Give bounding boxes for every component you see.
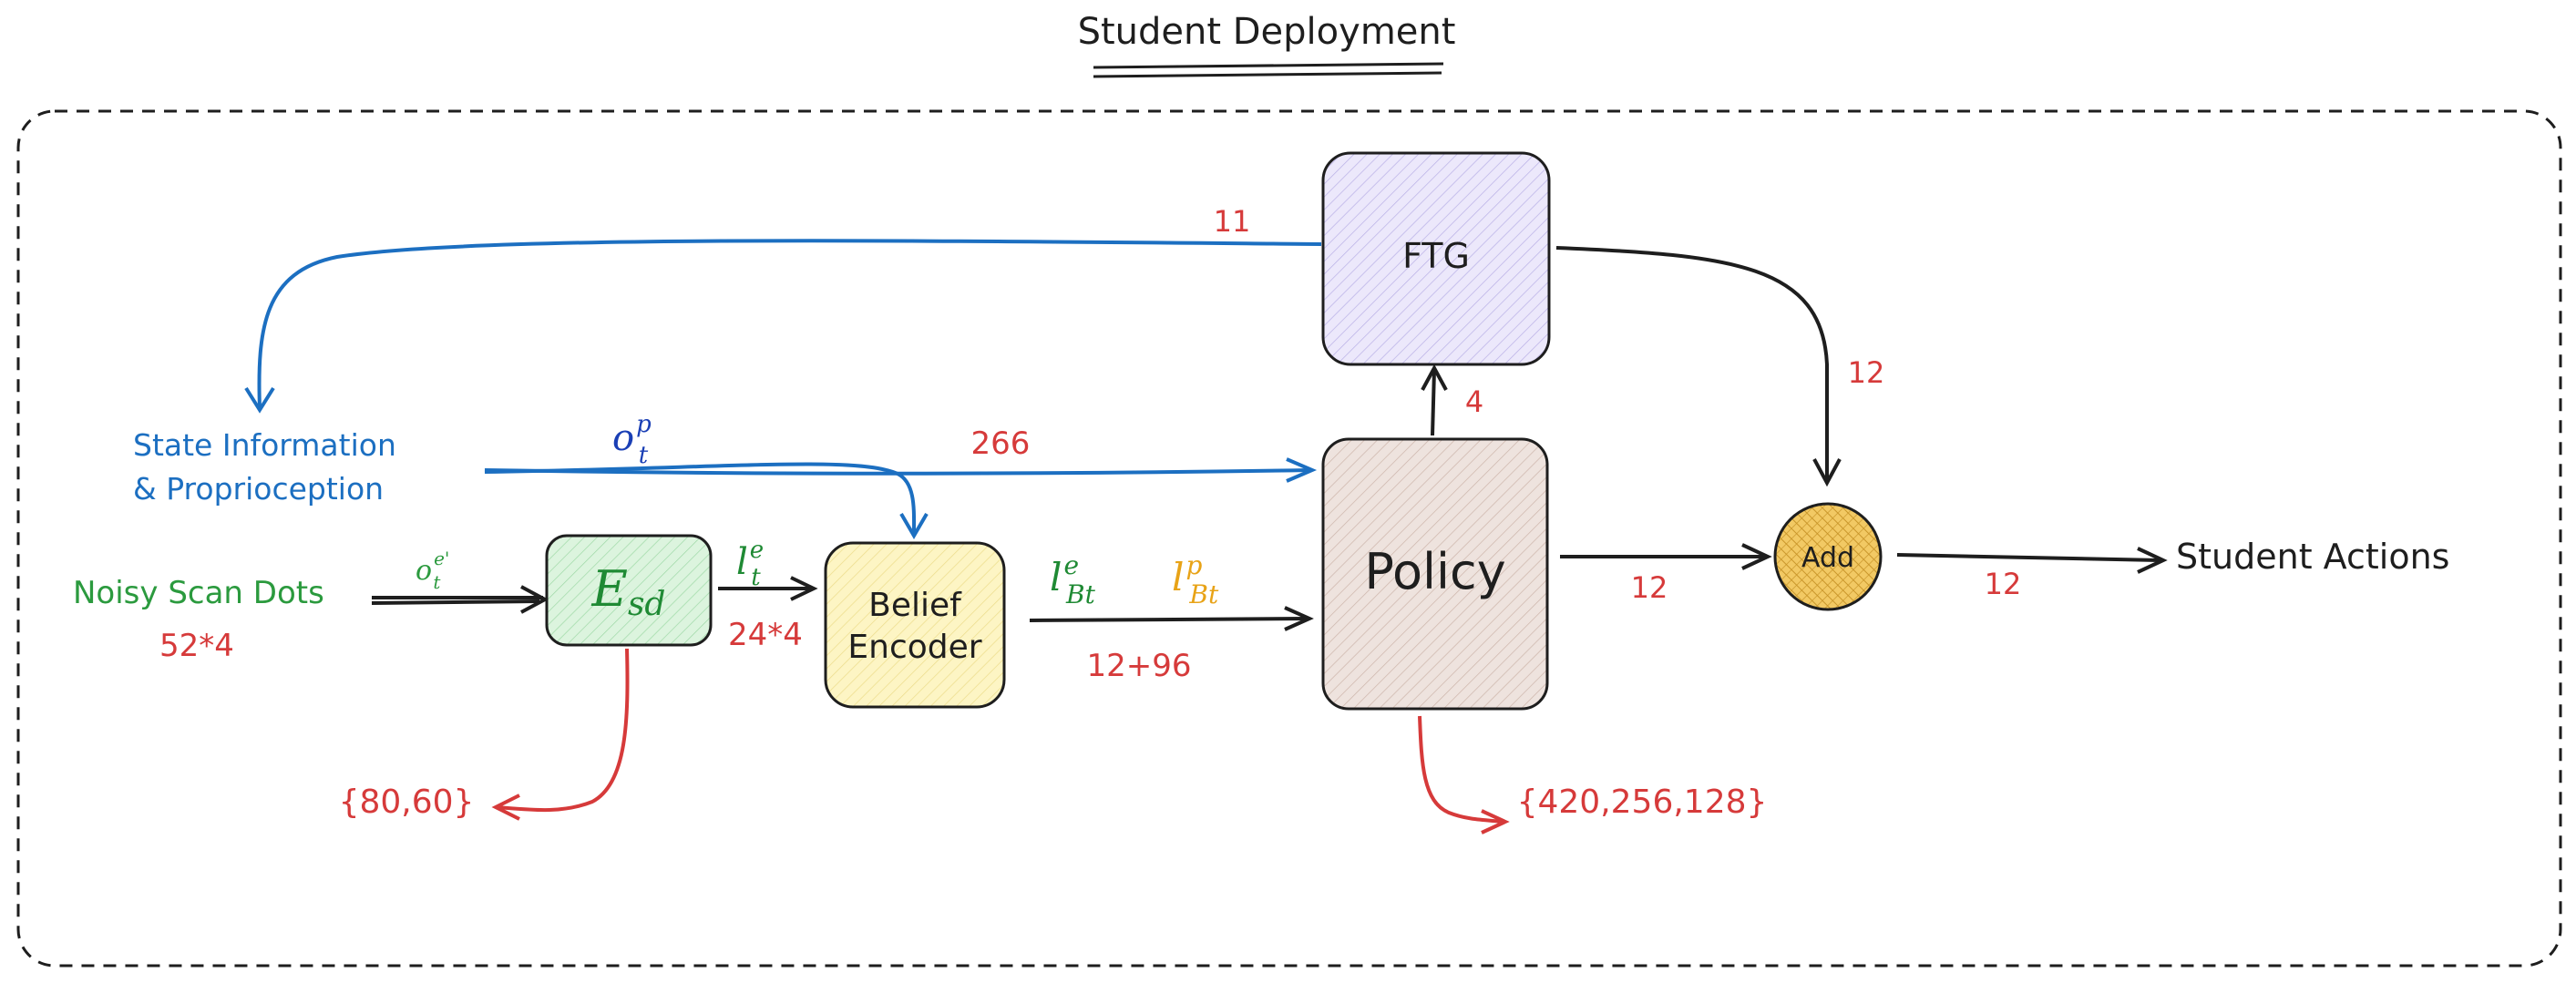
arrowhead-belief-blue	[899, 512, 929, 539]
dim-policy-to-add: 12	[1631, 570, 1668, 605]
dim-belief-out: 12+96	[1086, 648, 1191, 684]
student-actions-label: Student Actions	[2176, 537, 2449, 577]
arrowhead-policy-blue	[1286, 457, 1318, 483]
edge-esd-hidden	[497, 648, 630, 813]
arrowhead-policy-hidden	[1481, 809, 1510, 835]
arrowhead-belief-left	[790, 576, 818, 601]
edge-state-to-belief	[484, 462, 917, 535]
diagram-title: Student Deployment	[1078, 11, 1456, 53]
title-underline-1	[1093, 62, 1444, 69]
arrowhead-esd-hidden	[491, 794, 520, 821]
edge-policy-hidden	[1418, 715, 1504, 824]
dim-ftg-to-add: 12	[1848, 355, 1885, 390]
dim-scan: 52*4	[159, 628, 234, 664]
deployment-boundary	[16, 109, 2562, 968]
policy-node: Policy	[1321, 437, 1549, 711]
state-info-label-line1: State Information	[133, 427, 396, 463]
add-node: Add	[1773, 502, 1883, 611]
ftg-node: FTG	[1321, 151, 1551, 366]
edge-policy-to-ftg	[1431, 369, 1436, 436]
dim-add-to-output: 12	[1985, 567, 2022, 601]
noisy-scan-label: Noisy Scan Dots	[73, 575, 324, 611]
dim-esd-out: 24*4	[728, 617, 803, 653]
arrowhead-policy-left	[1284, 606, 1314, 631]
dim-esd-hidden: {80,60}	[339, 783, 475, 821]
arrowhead-esd	[520, 585, 549, 614]
edge-add-to-output	[1896, 553, 2160, 562]
edge-ftg-to-state	[257, 239, 1322, 409]
policy-label: Policy	[1364, 543, 1505, 600]
arrowhead-ftg	[1421, 364, 1448, 391]
edge-ftg-to-add	[1555, 246, 1829, 479]
dim-ftg-to-state: 11	[1214, 204, 1251, 239]
belief-label-line2: Encoder	[847, 629, 981, 666]
belief-label-line1: Belief	[868, 587, 962, 624]
arrowhead-add-left	[1741, 543, 1772, 570]
esd-node: Esd	[545, 534, 713, 647]
belief-encoder-node: Belief Encoder	[824, 541, 1006, 709]
dim-policy-to-ftg: 4	[1465, 384, 1483, 419]
dim-policy-hidden: {420,256,128}	[1517, 783, 1768, 821]
arrowhead-state	[244, 386, 275, 414]
esd-label: Esd	[591, 560, 666, 623]
ftg-label: FTG	[1402, 236, 1470, 276]
state-info-label-line2: & Proprioception	[133, 471, 384, 507]
arrowhead-output	[2137, 547, 2168, 574]
add-label: Add	[1801, 542, 1854, 574]
arrowhead-add-top	[1812, 458, 1842, 487]
title-underline-2	[1093, 71, 1442, 78]
edge-belief-to-policy	[1029, 617, 1308, 622]
edge-state-to-policy	[484, 468, 1311, 476]
dim-state-to-policy: 266	[971, 425, 1031, 462]
edge-scan-to-esd	[371, 596, 543, 605]
